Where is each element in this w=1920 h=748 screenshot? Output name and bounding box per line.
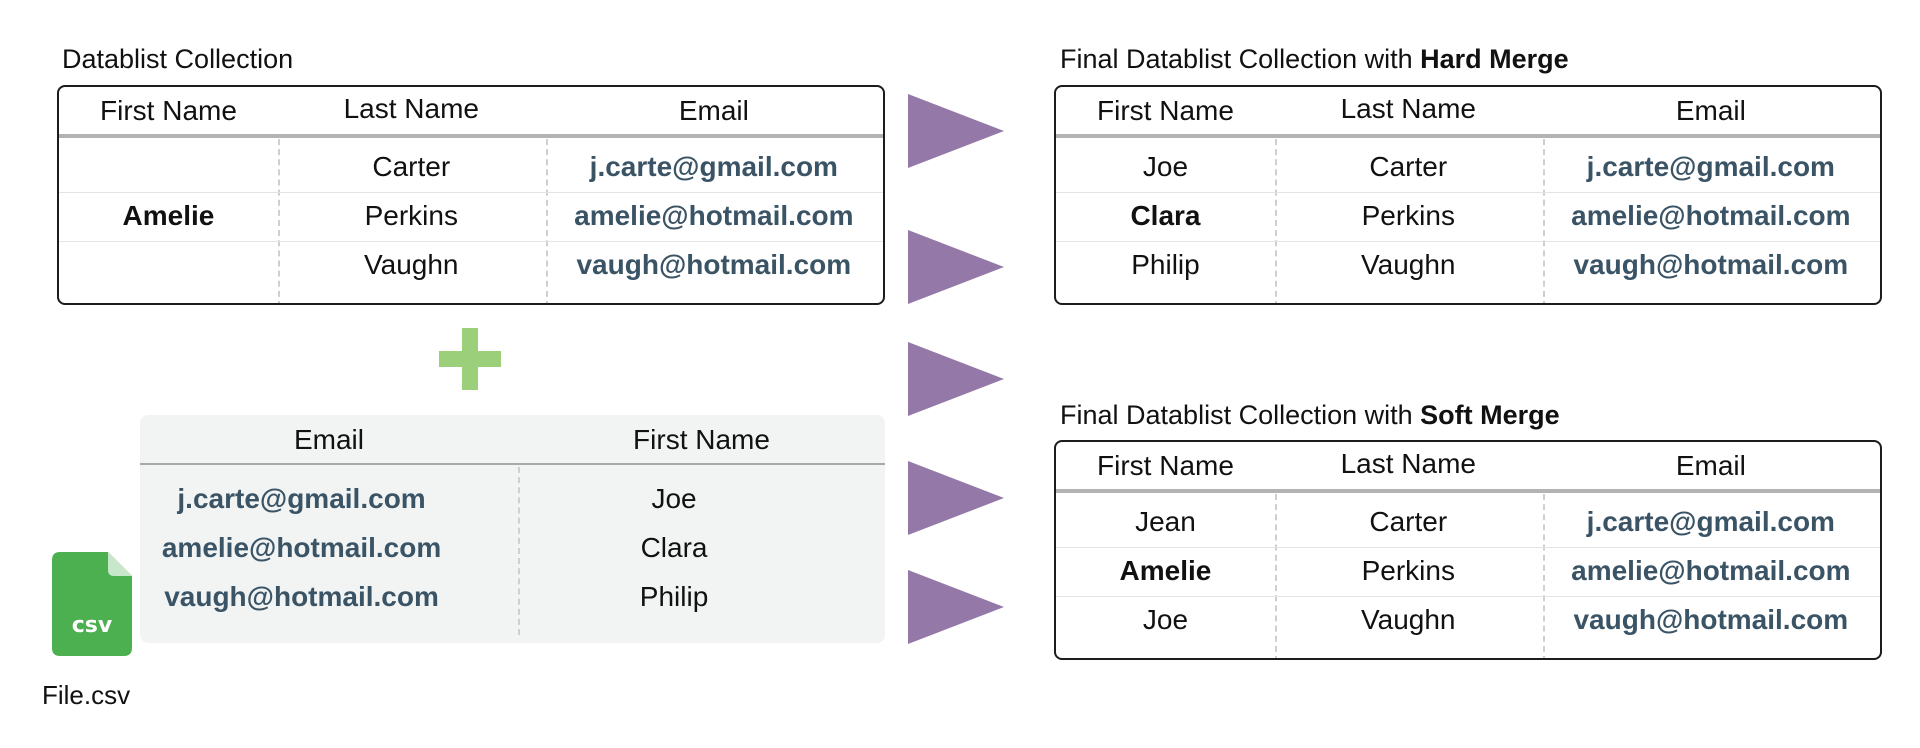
csv-file-icon: csv — [52, 552, 132, 656]
table-header: Email First Name — [140, 415, 885, 465]
cell-first-name: Clara — [1130, 200, 1201, 231]
row-divider — [1056, 192, 1880, 193]
arrow-right-icon — [908, 570, 1004, 644]
table-row: j.carte@gmail.com Joe — [140, 475, 885, 523]
cell-email: j.carte@gmail.com — [177, 483, 426, 514]
csv-table: Email First Name j.carte@gmail.com Joe a… — [140, 415, 885, 643]
header-last-name: Last Name — [343, 93, 479, 124]
cell-first-name — [59, 241, 278, 289]
column-divider — [1543, 139, 1545, 303]
arrow-right-icon — [908, 94, 1004, 168]
soft-merge-title: Final Datablist Collection with Soft Mer… — [1060, 400, 1560, 430]
cell-email: j.carte@gmail.com — [1586, 151, 1835, 182]
cell-email: vaugh@hotmail.com — [1573, 604, 1849, 635]
plus-icon — [439, 328, 501, 390]
header-email: Email — [293, 424, 364, 455]
header-email: Email — [1675, 450, 1746, 481]
cell-last-name: Vaughn — [1361, 249, 1456, 280]
table-header: First Name Last Name Email — [1056, 442, 1880, 490]
cell-last-name: Carter — [372, 151, 451, 182]
cell-email: amelie@hotmail.com — [1571, 200, 1851, 231]
header-divider — [1056, 489, 1880, 493]
cell-email: amelie@hotmail.com — [1571, 555, 1851, 586]
title-bold: Hard Merge — [1420, 44, 1569, 74]
header-first-name: First Name — [100, 95, 237, 126]
cell-last-name: Perkins — [1361, 555, 1455, 586]
column-divider — [1275, 139, 1277, 303]
cell-email: vaugh@hotmail.com — [1573, 249, 1849, 280]
table-row: Jean Carter j.carte@gmail.com — [1056, 498, 1880, 546]
row-divider — [59, 192, 883, 193]
cell-first-name: Jean — [1135, 506, 1196, 537]
cell-first-name: Philip — [639, 581, 709, 612]
table-row: vaugh@hotmail.com Philip — [140, 573, 885, 621]
hard-merge-title: Final Datablist Collection with Hard Mer… — [1060, 44, 1569, 74]
column-divider — [546, 139, 548, 303]
soft-merge-table: First Name Last Name Email Jean Carter j… — [1054, 440, 1882, 660]
table-row: Clara Perkins amelie@hotmail.com — [1056, 192, 1880, 240]
cell-email: j.carte@gmail.com — [1586, 506, 1835, 537]
table-row: Joe Carter j.carte@gmail.com — [1056, 143, 1880, 191]
row-divider — [1056, 596, 1880, 597]
cell-email: j.carte@gmail.com — [589, 151, 838, 182]
title-prefix: Final Datablist Collection with — [1060, 44, 1421, 74]
header-first-name: First Name — [1097, 95, 1234, 126]
arrow-right-icon — [908, 230, 1004, 304]
cell-email: vaugh@hotmail.com — [164, 581, 439, 612]
cell-first-name: Amelie — [122, 200, 215, 231]
cell-email: amelie@hotmail.com — [161, 532, 442, 563]
table-row: Amelie Perkins amelie@hotmail.com — [59, 192, 883, 240]
arrow-right-icon — [908, 342, 1004, 416]
row-divider — [59, 241, 883, 242]
header-divider — [140, 463, 885, 465]
table-row: Vaughn vaugh@hotmail.com — [59, 241, 883, 289]
cell-last-name: Vaughn — [1361, 604, 1456, 635]
header-first-name: First Name — [633, 424, 770, 455]
csv-icon-label: csv — [72, 613, 113, 638]
table-row: Philip Vaughn vaugh@hotmail.com — [1056, 241, 1880, 289]
table-row: Amelie Perkins amelie@hotmail.com — [1056, 547, 1880, 595]
hard-merge-table: First Name Last Name Email Joe Carter j.… — [1054, 85, 1882, 305]
datablist-table: First Name Last Name Email Carter j.cart… — [57, 85, 885, 305]
header-first-name: First Name — [1097, 450, 1234, 481]
file-name: File.csv — [42, 680, 131, 710]
column-divider — [1275, 494, 1277, 658]
header-divider — [1056, 134, 1880, 138]
cell-first-name: Joe — [651, 483, 697, 514]
cell-last-name: Carter — [1369, 151, 1448, 182]
table-header: First Name Last Name Email — [59, 87, 883, 135]
cell-last-name: Perkins — [364, 200, 458, 231]
header-last-name: Last Name — [1340, 93, 1476, 124]
cell-first-name — [59, 143, 278, 191]
header-email: Email — [1675, 95, 1746, 126]
row-divider — [1056, 547, 1880, 548]
header-divider — [59, 134, 883, 138]
row-divider — [1056, 241, 1880, 242]
column-divider — [278, 139, 280, 303]
cell-last-name: Perkins — [1361, 200, 1455, 231]
cell-first-name: Clara — [640, 532, 708, 563]
table-row: Carter j.carte@gmail.com — [59, 143, 883, 191]
cell-first-name: Amelie — [1119, 555, 1212, 586]
datablist-title: Datablist Collection — [62, 44, 294, 74]
arrow-right-icon — [908, 461, 1004, 535]
cell-email: vaugh@hotmail.com — [576, 249, 852, 280]
column-divider — [1543, 494, 1545, 658]
title-prefix: Final Datablist Collection with — [1060, 400, 1421, 430]
title-bold: Soft Merge — [1420, 400, 1560, 430]
cell-last-name: Carter — [1369, 506, 1448, 537]
table-header: First Name Last Name Email — [1056, 87, 1880, 135]
column-divider — [518, 467, 520, 635]
header-last-name: Last Name — [1340, 448, 1476, 479]
table-row: amelie@hotmail.com Clara — [140, 524, 885, 572]
header-email: Email — [678, 95, 749, 126]
table-row: Joe Vaughn vaugh@hotmail.com — [1056, 596, 1880, 644]
cell-first-name: Joe — [1142, 151, 1189, 182]
cell-first-name: Philip — [1131, 249, 1200, 280]
cell-last-name: Vaughn — [364, 249, 459, 280]
cell-first-name: Joe — [1142, 604, 1189, 635]
cell-email: amelie@hotmail.com — [574, 200, 854, 231]
